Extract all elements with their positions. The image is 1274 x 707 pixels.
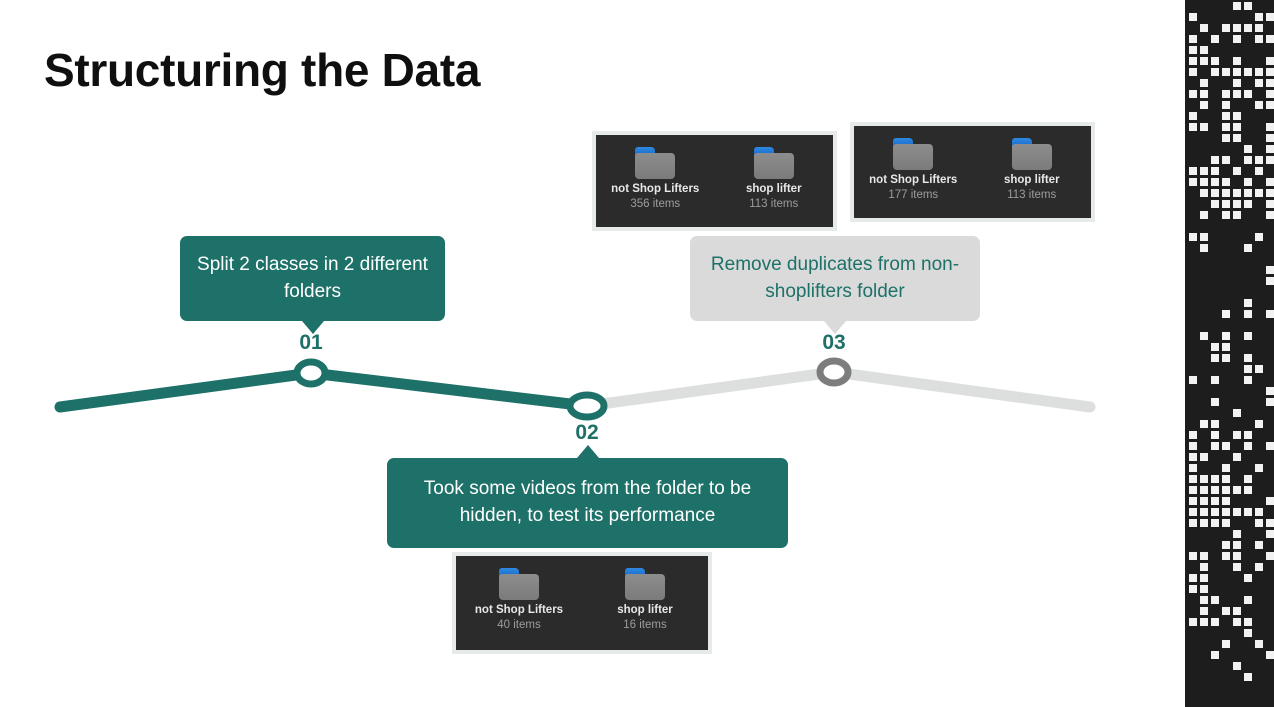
- folder-icon: [635, 147, 676, 179]
- folder-icon: [893, 138, 934, 170]
- folder-item-count: 16 items: [623, 618, 667, 631]
- folder-item-count: 113 items: [1007, 188, 1057, 201]
- folder-entry[interactable]: shop lifter 113 items: [975, 138, 1089, 202]
- folder-entry[interactable]: shop lifter 16 items: [585, 568, 706, 632]
- folder-icon: [624, 568, 665, 600]
- folder-item-count: 40 items: [497, 618, 541, 631]
- file-manager-screenshot-step-03: not Shop Lifters 177 items shop lifter 1…: [850, 122, 1095, 222]
- folder-name: not Shop Lifters: [611, 183, 700, 195]
- folder-icon: [1011, 138, 1052, 170]
- folder-name: not Shop Lifters: [869, 174, 958, 186]
- folder-name: shop lifter: [1003, 174, 1060, 186]
- folder-entry[interactable]: shop lifter 113 items: [717, 147, 831, 211]
- callout-step-03[interactable]: Remove duplicates from non-shoplifters f…: [690, 236, 980, 334]
- file-manager-screenshot-step-01: not Shop Lifters 356 items shop lifter 1…: [592, 131, 837, 231]
- folder-entry[interactable]: not Shop Lifters 177 items: [856, 138, 970, 202]
- timeline-segment-remaining: [581, 366, 1096, 413]
- folder-icon: [753, 147, 794, 179]
- callout-step-03-text: Remove duplicates from non-shoplifters f…: [710, 253, 960, 302]
- timeline-node-03[interactable]: [816, 357, 852, 387]
- timeline-segment-completed: [54, 367, 593, 413]
- folder-name: not Shop Lifters: [474, 604, 564, 616]
- callout-pointer-down-icon: [301, 321, 324, 334]
- folder-entry[interactable]: not Shop Lifters 356 items: [598, 147, 712, 211]
- page-title: Structuring the Data: [44, 44, 481, 96]
- folder-name: shop lifter: [617, 604, 673, 616]
- decorative-pixel-panel: [1185, 0, 1274, 707]
- folder-entry[interactable]: not Shop Lifters 40 items: [459, 568, 580, 632]
- step-number-01: 01: [299, 331, 323, 354]
- folder-item-count: 113 items: [749, 197, 799, 210]
- callout-step-02[interactable]: Took some videos from the folder to be h…: [387, 445, 788, 548]
- callout-step-01-text: Split 2 classes in 2 different folders: [197, 253, 428, 302]
- callout-pointer-up-icon: [576, 445, 599, 458]
- step-number-02: 02: [575, 421, 599, 444]
- step-number-03: 03: [822, 331, 846, 354]
- callout-pointer-down-icon: [824, 321, 846, 334]
- folder-icon: [498, 568, 539, 600]
- callout-step-02-text: Took some videos from the folder to be h…: [423, 478, 752, 526]
- file-manager-screenshot-step-02: not Shop Lifters 40 items shop lifter 16…: [452, 552, 712, 654]
- folder-item-count: 356 items: [630, 197, 681, 210]
- folder-name: shop lifter: [745, 183, 802, 195]
- folder-item-count: 177 items: [888, 188, 939, 201]
- callout-step-01[interactable]: Split 2 classes in 2 different folders: [180, 236, 445, 334]
- timeline-node-02[interactable]: [566, 391, 608, 421]
- timeline-node-01[interactable]: [293, 358, 329, 388]
